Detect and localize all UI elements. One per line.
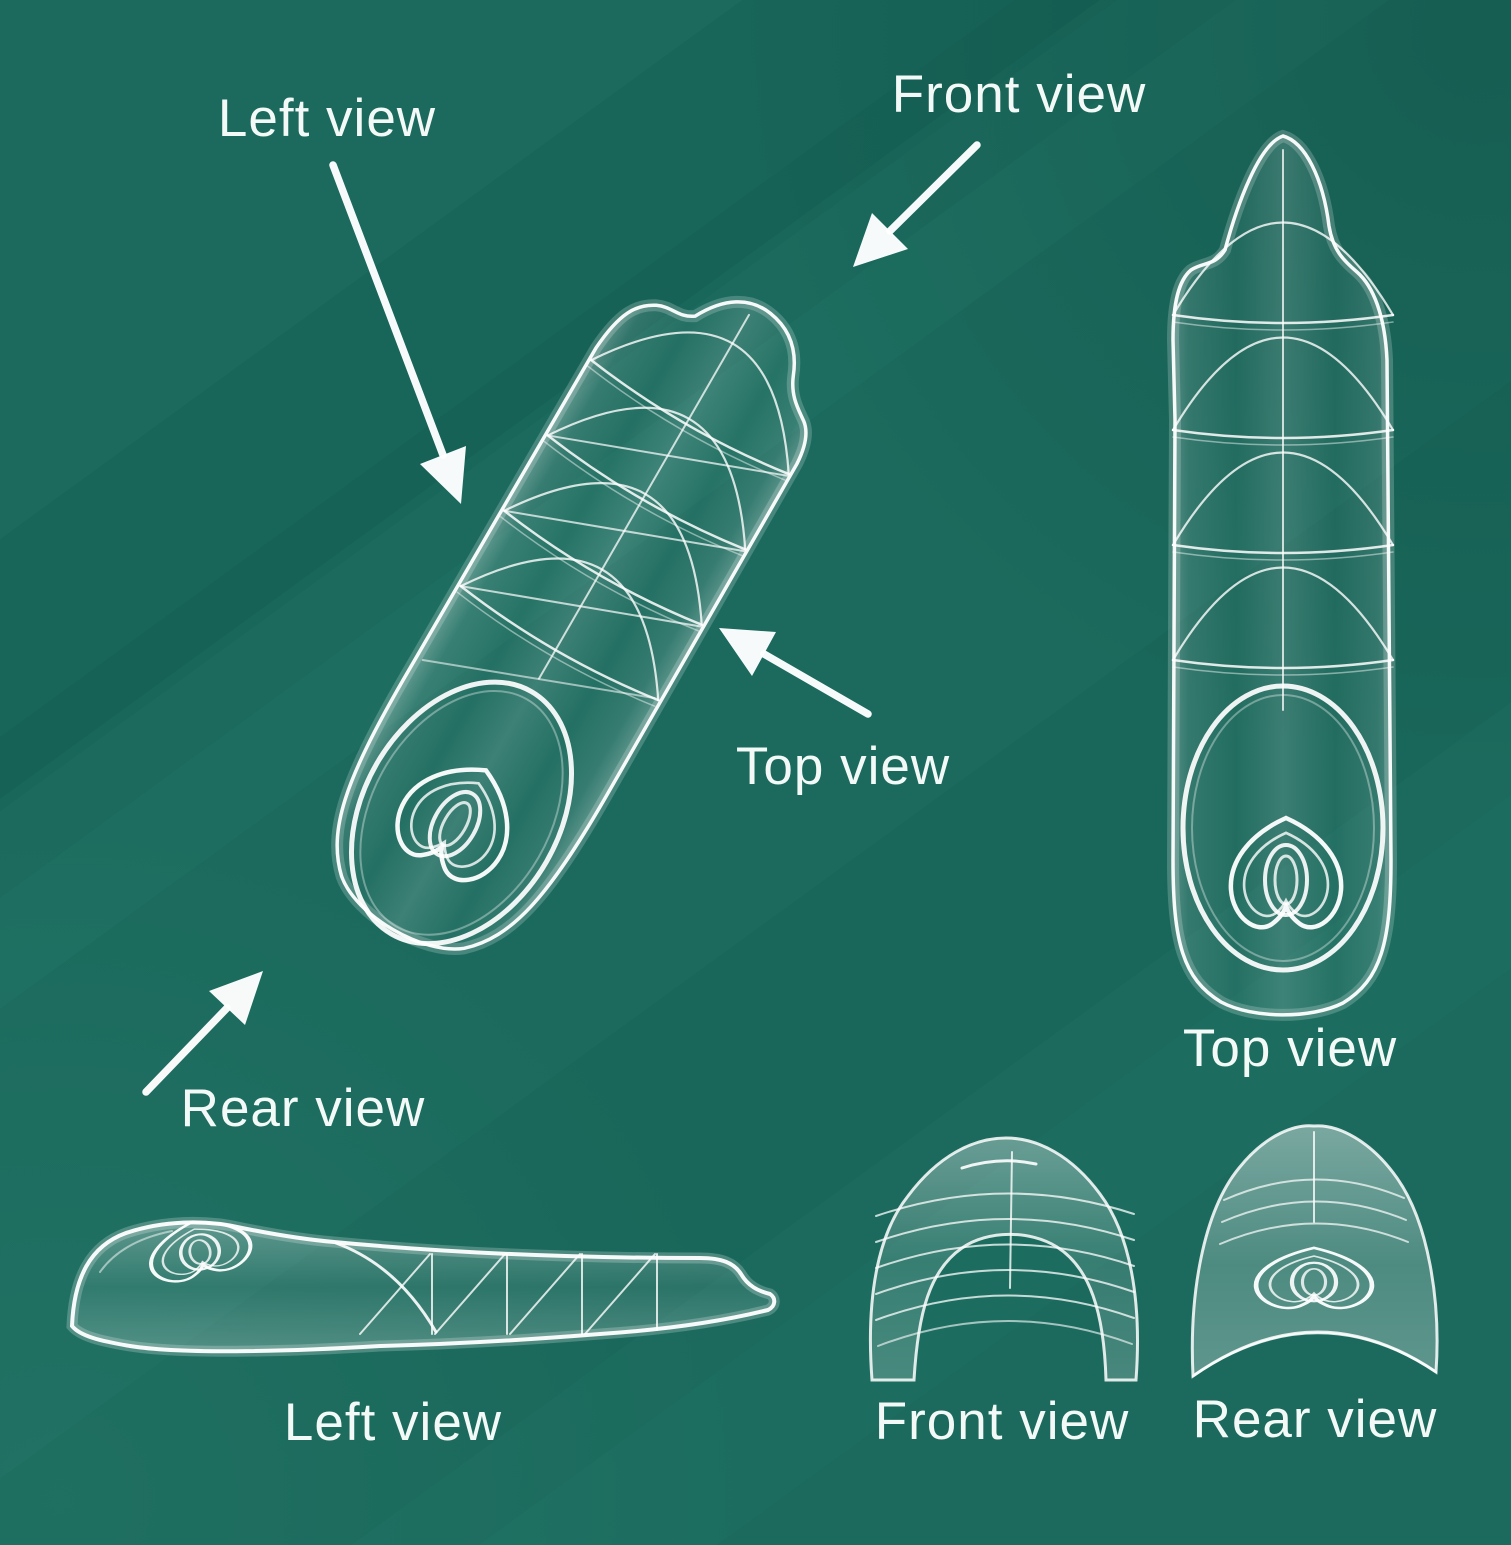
contact-zone-oval xyxy=(348,679,575,947)
sizing-guide-lines xyxy=(1191,1131,1438,1378)
nail-form-right-top-view xyxy=(1166,129,1398,1021)
arrow-icon xyxy=(853,141,981,267)
label-left-view-top: Left view xyxy=(217,89,437,148)
sizing-guide-lines xyxy=(99,1230,658,1335)
annotation-arrows xyxy=(142,141,981,1096)
nail-form-front-view xyxy=(868,1136,1139,1382)
sizing-guide-lines xyxy=(421,313,790,707)
label-rear-view-bottom: Rear view xyxy=(1192,1390,1438,1449)
nail-form-rear-view xyxy=(1190,1124,1439,1379)
nail-form-main-top-view xyxy=(331,295,812,956)
sizing-guide-lines xyxy=(1171,149,1395,711)
label-rear-view-mid: Rear view xyxy=(180,1079,426,1138)
label-left-view-bottom: Left view xyxy=(283,1393,503,1452)
arrow-icon xyxy=(329,161,466,504)
sizing-guide-lines xyxy=(875,1151,1135,1347)
form-outline xyxy=(335,300,808,951)
label-front-view-top: Front view xyxy=(891,65,1147,124)
label-top-view-center: Top view xyxy=(735,737,951,796)
label-top-view-right: Top view xyxy=(1182,1019,1398,1078)
contact-zone-oval xyxy=(1180,683,1386,973)
arrow-icon xyxy=(142,971,263,1096)
arrow-icon xyxy=(719,628,872,718)
label-front-view-bottom: Front view xyxy=(874,1392,1130,1451)
nail-form-left-side-view xyxy=(66,1210,780,1357)
